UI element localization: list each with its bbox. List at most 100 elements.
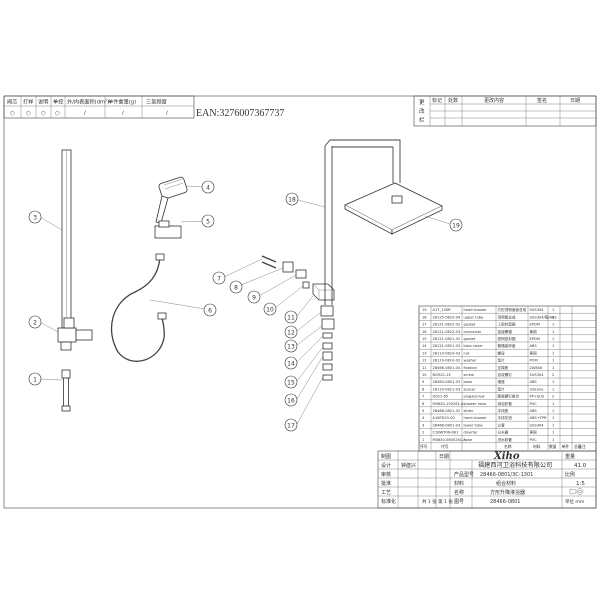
bom-cell: A16FD10-00 <box>433 416 456 420</box>
bom-cell: SUS304 <box>530 423 545 427</box>
bom-cell: 28121-0822-03 <box>433 330 461 334</box>
callout-3: 3 <box>33 215 37 222</box>
scale-value: 1:5 <box>576 481 585 487</box>
bom-cell: 1 <box>552 351 554 355</box>
part-connector <box>322 351 333 361</box>
revision-block: 更 改 栏 标记 处数 更改内容 签名 日期 <box>413 95 597 127</box>
bom-cell: 1 <box>552 337 554 341</box>
callout-10: 10 <box>266 307 274 314</box>
bom-cell: ABS <box>530 344 538 348</box>
bom-cell: shower hose <box>464 402 487 406</box>
part-nut <box>321 318 335 330</box>
bom-cell: 6 <box>422 402 425 406</box>
hose-nut <box>157 312 167 320</box>
bom-cell: ABS <box>530 409 538 413</box>
company-name: 福建西河卫浴科技有限公司 <box>478 461 552 469</box>
part-diverter <box>57 317 93 351</box>
bom-cell: diverter <box>464 431 479 435</box>
revision-side-label: 栏 <box>419 116 425 124</box>
bom-cell: 管路装饰盖 <box>498 343 516 348</box>
callout-4: 4 <box>206 185 210 192</box>
bom-cell: 1 <box>552 416 554 420</box>
bom-cell: 28119-0810-02 <box>433 359 461 363</box>
callout-7: 7 <box>217 276 221 283</box>
bom-cell: 1 <box>552 402 554 406</box>
spec-header: 外/内表面积(dm²) <box>67 98 109 106</box>
bom-cell: EPDM <box>530 323 540 327</box>
bom-cell: BCM21-22 <box>433 373 451 377</box>
part-spacer <box>282 261 294 273</box>
bom-cell: 膨胀螺钉组合 <box>498 394 520 399</box>
part-upper-tube <box>324 139 401 305</box>
bom-cell: nut <box>464 351 471 355</box>
callout-6: 6 <box>208 308 212 315</box>
bom-cell: 18 <box>422 315 427 319</box>
callout-16: 16 <box>287 398 295 405</box>
bom-cell: SUS304 <box>530 308 545 312</box>
ean-label: EAN:3276007367737 <box>196 108 284 119</box>
material-label: 材料 <box>454 480 464 487</box>
spec-value: / <box>84 111 86 117</box>
bom-cell: connector <box>464 330 483 334</box>
callout-15: 15 <box>287 380 295 387</box>
product-number: 28466-0801/3C-1301 <box>480 472 533 478</box>
spec-value: ○ <box>10 111 15 117</box>
part-lower-tube <box>61 149 72 329</box>
bom-cell: M0630-0800261-A <box>433 438 467 442</box>
title-row-label: 审核 <box>381 471 391 478</box>
projection-symbol-icon <box>569 488 584 495</box>
title-row-label: 工艺 <box>381 490 391 496</box>
bom-cell: 1 <box>552 423 554 427</box>
bom-cell: POM <box>530 359 538 363</box>
bom-cell: 1 <box>552 366 554 370</box>
designer-name: 钟建兴 <box>401 462 416 469</box>
revision-side-label: 改 <box>419 107 425 115</box>
bom-cell: plug&screw <box>464 395 485 399</box>
bom-cell: 7 <box>422 395 424 399</box>
bom-cell: 1 <box>552 431 554 435</box>
part-inlet-hose <box>61 369 71 412</box>
bom-cell: 28121-0821-03 <box>433 344 461 348</box>
bom-header-cell: 数量 <box>549 444 557 449</box>
bom-cell: 淋浴软管 <box>498 401 513 406</box>
bom-cell: 2 <box>552 373 554 377</box>
bom-cell: ABS <box>530 380 538 384</box>
unit-label: 单位 mm <box>565 498 584 505</box>
weight-value: 41.0 <box>574 463 587 469</box>
bom-cell: hose <box>464 438 473 442</box>
bom-cell: SUS304/铜/ABS <box>530 314 558 319</box>
spec-header: 阀芯 <box>7 98 17 106</box>
callout-9: 9 <box>252 295 256 302</box>
bom-cell: PVC <box>530 438 538 442</box>
callout-13: 13 <box>287 344 295 351</box>
bom-cell: 黄铜 <box>530 350 538 355</box>
bom-cell: 1 <box>552 409 554 413</box>
bom-cell: 2 <box>422 431 424 435</box>
part-screw-small <box>302 281 310 289</box>
bom-cell: hand shower <box>464 416 488 420</box>
bom-cell: 黄铜 <box>530 430 538 435</box>
revision-header: 更改内容 <box>484 97 504 104</box>
weight-label: 重量 <box>565 453 575 460</box>
callout-18: 18 <box>288 197 296 204</box>
title-row-label: 设计 <box>381 462 391 469</box>
bom-cell: 8 <box>422 387 425 391</box>
bom-cell: 15 <box>422 337 427 341</box>
callouts: 3 2 1 4 5 6 7 8 9 10 11 12 13 14 15 16 1… <box>28 180 463 432</box>
bom-cell: 28121-0821-02 <box>433 337 461 341</box>
company-logo: Xiho <box>493 451 520 462</box>
bom-cell: 连接螺帽 <box>498 329 513 334</box>
sheet-label: 共 1 张 第 1 张 <box>422 498 453 505</box>
spec-value: ○ <box>55 111 60 117</box>
bom-cell: EPDM <box>530 337 540 341</box>
bom-cell: 分水器 <box>498 430 509 435</box>
part-base <box>295 269 307 279</box>
bom-cell: gasket <box>464 323 477 327</box>
bom-cell: 1 <box>552 315 554 319</box>
bom-cell: 螺母 <box>498 350 506 355</box>
bom-cell: 垫片 <box>498 358 506 363</box>
bom-cell: A17_10SR <box>433 308 452 312</box>
bom-cell: 1 <box>552 438 554 442</box>
bom-cell: 支撑座 <box>498 365 509 370</box>
